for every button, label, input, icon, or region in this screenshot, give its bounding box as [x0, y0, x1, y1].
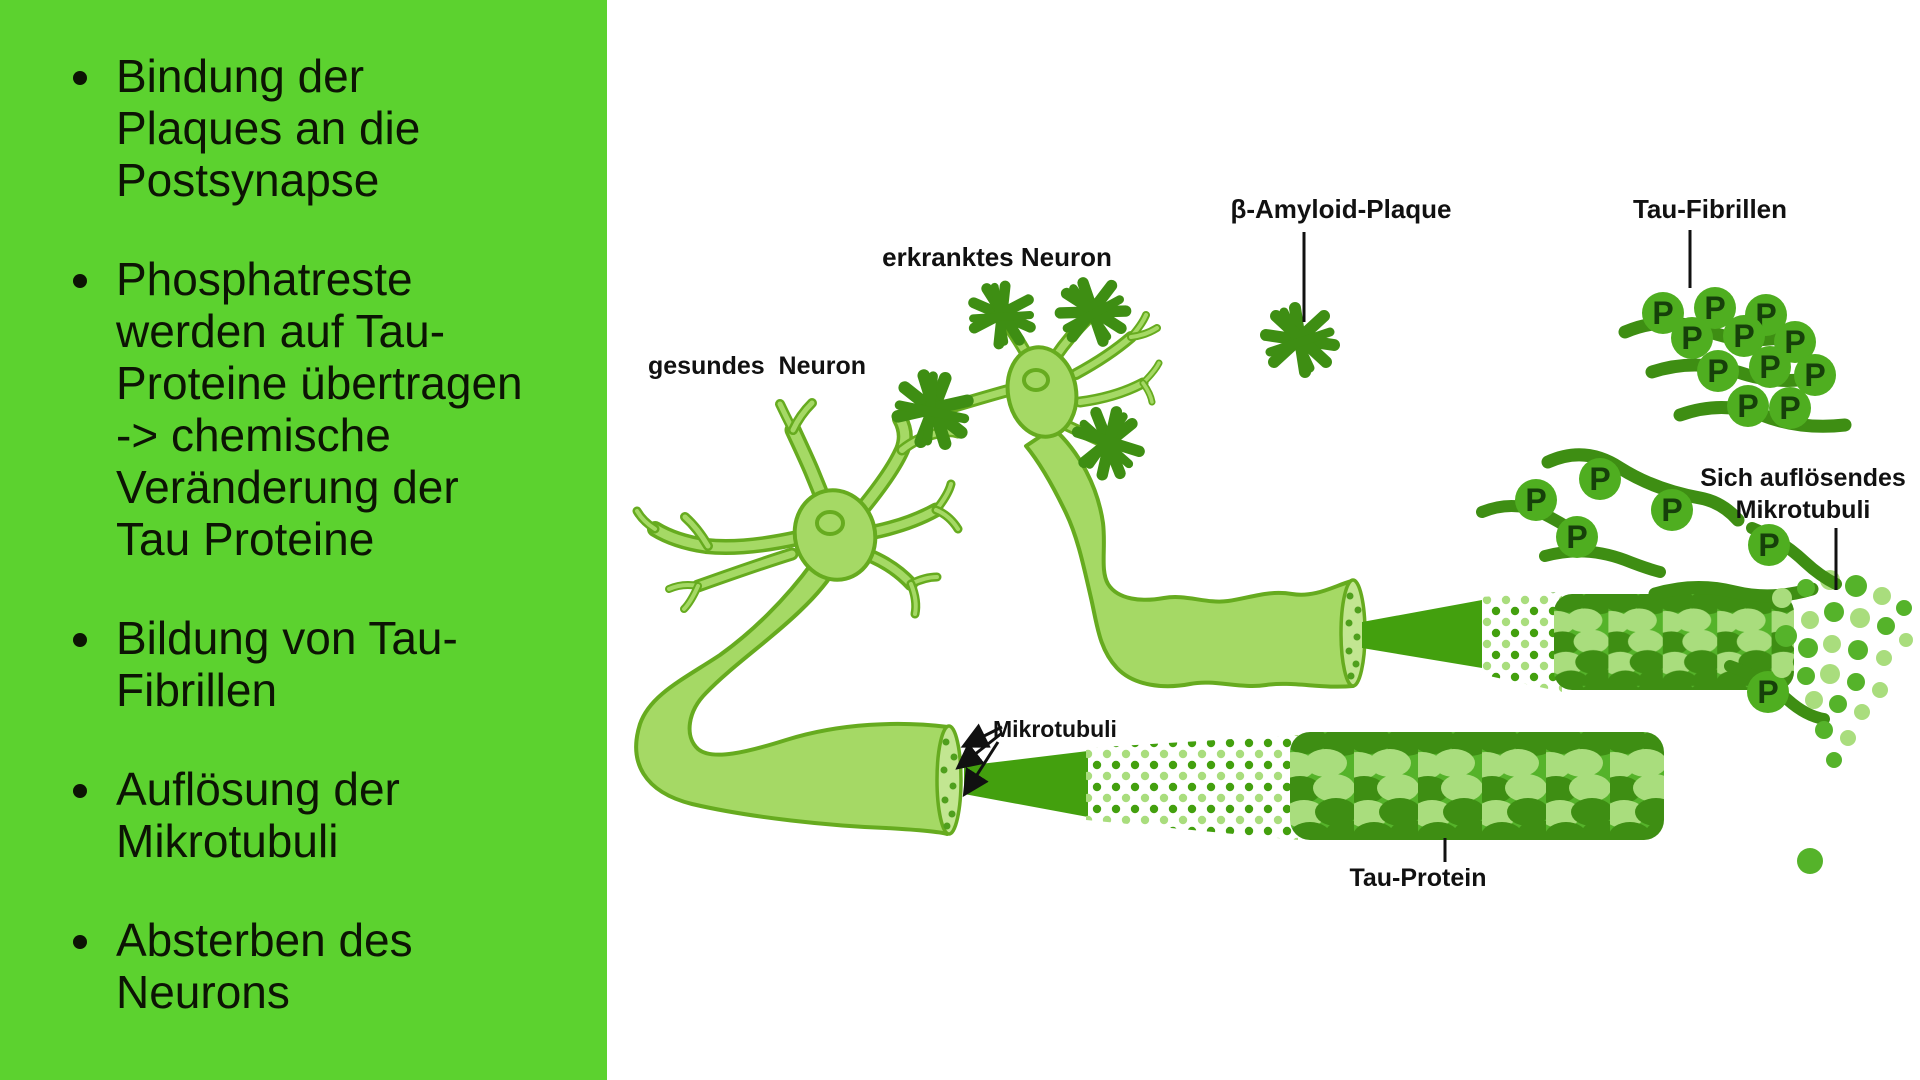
bullet-item: Absterben des Neurons: [108, 914, 577, 1018]
healthy-neuron-label: gesundes Neuron: [648, 352, 866, 380]
diseased-axon-cut-face: [1339, 578, 1367, 688]
green-sidebar: Bindung der Plaques an die Postsynapse P…: [0, 0, 607, 1080]
lower-cone: [964, 751, 1088, 817]
healthy-axon: [634, 561, 950, 836]
diseased-nucleus: [1022, 368, 1050, 392]
bullet-line: Proteine übertragen: [116, 357, 523, 409]
bullet-line: Auflösung der: [116, 763, 400, 815]
microtubule-pointers: [955, 723, 1003, 798]
diseased-neuron: [885, 276, 1367, 689]
dissolving-microtubule-label-line1: Sich auflösendes: [1700, 464, 1906, 492]
upper-stipple: [1480, 592, 1562, 692]
healthy-neuron: [632, 398, 964, 836]
bullet-item: Auflösung der Mikrotubuli: [108, 763, 577, 867]
bullet-line: -> chemische: [116, 409, 391, 461]
amyloid-plaque-label: β-Amyloid-Plaque: [1231, 194, 1452, 224]
bullet-line: Plaques an die: [116, 102, 421, 154]
tau-protein-label: Tau-Protein: [1349, 864, 1486, 892]
free-tau-proteins: [1476, 448, 1842, 590]
healthy-nucleus: [815, 510, 845, 536]
dissolving-microtubule-label-line2: Mikrotubuli: [1736, 496, 1871, 524]
bullet-line: Bindung der: [116, 50, 365, 102]
amyloid-plaques: [885, 276, 1334, 486]
lower-tube: [1290, 732, 1664, 840]
bullet-line: Bildung von Tau-: [116, 612, 458, 664]
upper-cone: [1362, 600, 1482, 668]
tau-worm: [1724, 660, 1830, 725]
lower-stipple: [1086, 735, 1298, 840]
bullet-item: Bindung der Plaques an die Postsynapse: [108, 50, 577, 206]
bullet-line: Phosphatreste: [116, 253, 413, 305]
bullet-line: Mikrotubuli: [116, 815, 339, 867]
bullet-line: Postsynapse: [116, 154, 380, 206]
bullet-line: Absterben des: [116, 914, 413, 966]
bullet-list: Bindung der Plaques an die Postsynapse P…: [0, 0, 607, 1018]
tau-fibrils-label: Tau-Fibrillen: [1633, 194, 1787, 224]
bullet-item: Bildung von Tau- Fibrillen: [108, 612, 577, 716]
bullet-item: Phosphatreste werden auf Tau- Proteine ü…: [108, 253, 577, 565]
diseased-soma: [1005, 345, 1079, 439]
bullet-line: Veränderung der: [116, 461, 459, 513]
bullet-line: Tau Proteine: [116, 513, 375, 565]
microtubule-label: Mikrotubuli: [993, 716, 1117, 742]
healthy-axon-cut-face: [935, 724, 963, 836]
intact-microtubule: [964, 732, 1664, 840]
diseased-axon: [1024, 426, 1355, 689]
labelled-amyloid-plaque: [1266, 308, 1334, 372]
neuron-diagram: P: [632, 194, 1913, 892]
dissolving-microtubule: [1362, 570, 1913, 874]
bullet-line: Neurons: [116, 966, 290, 1018]
healthy-dendrites: [632, 398, 964, 619]
diseased-neuron-label: erkranktes Neuron: [882, 242, 1112, 272]
tau-fibril-cluster: [1618, 287, 1852, 433]
bullet-line: werden auf Tau-: [116, 305, 446, 357]
bullet-line: Fibrillen: [116, 664, 278, 716]
